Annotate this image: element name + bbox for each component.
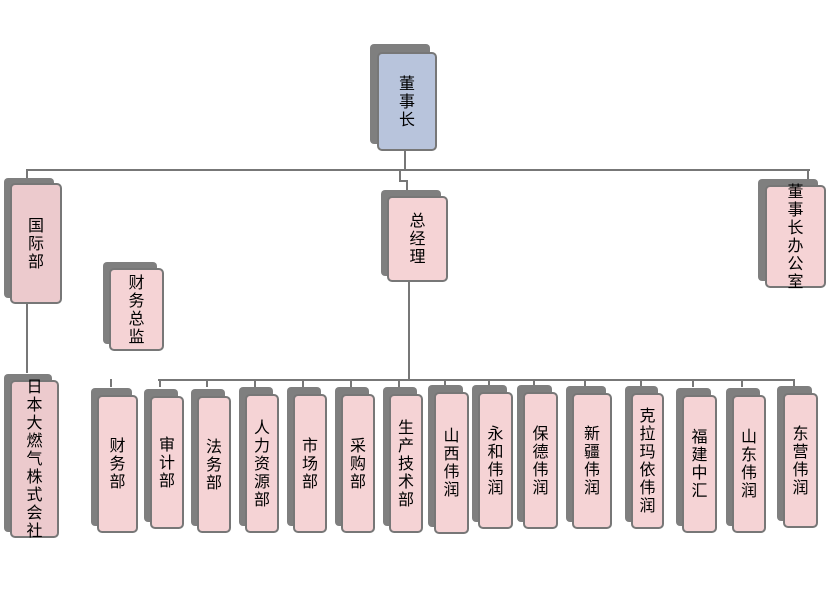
node-label: 财务总监: [128, 272, 145, 346]
node-label: 日本大燃气株式会社: [26, 377, 43, 540]
connector-line: [254, 379, 256, 387]
node-label: 新疆伟润: [584, 424, 601, 497]
connector-line: [443, 379, 446, 387]
node-label: 保德伟润: [532, 423, 549, 497]
node-label: 山西伟润: [443, 426, 460, 499]
node-label: 山东伟润: [741, 427, 758, 500]
connector-line: [399, 169, 401, 181]
connector-line: [26, 303, 28, 373]
node-label: 审计部: [159, 434, 176, 490]
connector-line: [158, 379, 794, 381]
node-label: 国际部: [28, 215, 45, 271]
node-label: 法务部: [206, 436, 223, 492]
connector-line: [350, 379, 352, 387]
node-label: 董事长办公室: [787, 181, 804, 291]
connector-line: [487, 379, 490, 387]
node-label: 东营伟润: [792, 423, 809, 497]
node-label: 克拉玛依伟润: [639, 406, 656, 515]
connector-line: [404, 150, 406, 171]
node-label: 总经理: [409, 211, 426, 266]
node-label: 生产技术部: [398, 417, 415, 509]
node-label: 财务部: [109, 436, 126, 491]
connector-line: [302, 379, 304, 387]
connector-line: [639, 379, 642, 387]
node-label: 永和伟润: [487, 423, 504, 497]
connector-line: [399, 180, 408, 182]
connector-line: [584, 379, 586, 387]
node-label: 董事长: [399, 73, 416, 129]
connector-line: [406, 180, 408, 192]
connector-line: [691, 379, 694, 387]
node-label: 采购部: [350, 435, 367, 491]
connector-line: [807, 169, 809, 181]
connector-line: [408, 281, 410, 381]
node-label: 人力资源部: [254, 417, 271, 509]
connector-line: [26, 169, 810, 171]
node-label: 市场部: [302, 435, 319, 491]
connector-line: [792, 379, 795, 387]
connector-line: [26, 169, 28, 181]
node-label: 福建中汇: [691, 427, 708, 500]
connector-line: [159, 379, 161, 387]
connector-line: [741, 379, 743, 387]
connector-line: [532, 379, 535, 387]
connector-line: [398, 379, 400, 387]
connector-line: [109, 379, 112, 387]
connector-line: [206, 379, 208, 387]
